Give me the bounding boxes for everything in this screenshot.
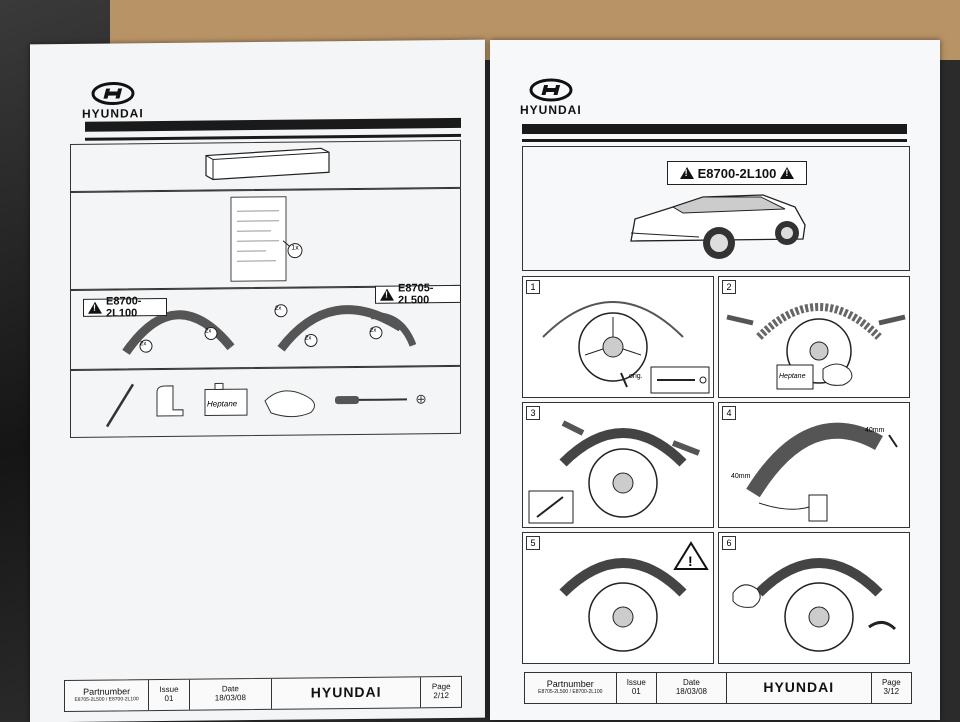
footer-date: Date 18/03/08 xyxy=(657,673,727,703)
footer-partnumber: Partnumber E8705-2L500 / E8700-2L100 xyxy=(525,673,617,703)
step-number: 6 xyxy=(722,536,736,550)
footer-page: Page 3/12 xyxy=(872,673,911,703)
step-5-illustration: ! xyxy=(523,533,713,663)
vehicle-panel: E8700-2L100 xyxy=(522,146,910,271)
tools-illustration xyxy=(71,367,462,439)
qty-label: 2x xyxy=(140,341,146,347)
screwdriver-icon xyxy=(335,396,359,404)
step-4-illustration xyxy=(719,403,909,527)
step-4-panel: 4 40mm 40mm xyxy=(718,402,910,528)
brand-wordmark: HYUNDAI xyxy=(520,103,582,117)
step-5-panel: 5 ! xyxy=(522,532,714,664)
footer-brand: HYUNDAI xyxy=(727,673,872,703)
tools-panel: Heptane xyxy=(70,366,461,438)
pick-tool-icon xyxy=(107,384,133,426)
instruction-sheet-illustration xyxy=(71,189,462,291)
step-1-panel: 1 orig. xyxy=(522,276,714,398)
step-1-illustration xyxy=(523,277,713,397)
dimension-label: 40mm xyxy=(865,427,884,434)
footer-issue: Issue 01 xyxy=(149,680,190,710)
left-page: HYUNDAI 1x xyxy=(30,40,485,722)
warning-icon xyxy=(380,289,394,301)
box-illustration xyxy=(71,141,462,193)
cloth-icon xyxy=(265,391,315,417)
footer-issue: Issue 01 xyxy=(617,673,657,703)
footer-brand: HYUNDAI xyxy=(272,677,421,709)
step-2-panel: 2 Heptane xyxy=(718,276,910,398)
brand-wordmark: HYUNDAI xyxy=(82,106,144,121)
sheet-qty: 1x xyxy=(287,245,303,252)
step-3-illustration xyxy=(523,403,713,527)
right-page: HYUNDAI E8700-2L100 1 orig. xyxy=(490,40,940,720)
step-number: 3 xyxy=(526,406,540,420)
step-6-panel: 6 xyxy=(718,532,910,664)
page-footer: Partnumber E8705-2L500 / E8700-2L100 Iss… xyxy=(64,676,462,712)
footer-partnumber: Partnumber E8705-2L500 / E8700-2L100 xyxy=(65,680,149,711)
step-2-illustration xyxy=(719,277,909,397)
squeegee-icon xyxy=(157,386,183,416)
parts-panel: E8700-2L100 E8705-2L500 2x 2x 2x 2x 2x xyxy=(70,286,461,370)
header-rule xyxy=(522,139,907,142)
step-number: 2 xyxy=(722,280,736,294)
warning-icon xyxy=(680,167,694,179)
qty-label: 2x xyxy=(305,335,311,341)
step-number: 1 xyxy=(526,280,540,294)
heptane-label: Heptane xyxy=(779,373,805,380)
warning-icon xyxy=(88,302,102,314)
orig-note: orig. xyxy=(629,373,643,380)
step-6-illustration xyxy=(719,533,909,663)
qty-label: 2x xyxy=(205,328,211,334)
part-label-e8700: E8700-2L100 xyxy=(83,298,167,317)
step-3-panel: 3 xyxy=(522,402,714,528)
packaging-panel xyxy=(70,140,461,192)
heptane-label: Heptane xyxy=(207,399,237,408)
part-label-e8705: E8705-2L500 xyxy=(375,285,461,304)
footer-page: Page 2/12 xyxy=(421,677,461,707)
hyundai-logo: HYUNDAI xyxy=(520,78,582,117)
qty-label: 2x xyxy=(370,328,376,334)
dimension-label: 40mm xyxy=(731,473,750,480)
vehicle-part-label: E8700-2L100 xyxy=(667,161,807,185)
page-footer: Partnumber E8705-2L500 / E8700-2L100 Iss… xyxy=(524,672,912,704)
qty-label: 2x xyxy=(275,306,281,312)
step-number: 5 xyxy=(526,536,540,550)
svg-text:!: ! xyxy=(688,553,693,569)
step-number: 4 xyxy=(722,406,736,420)
instruction-sheet-panel: 1x xyxy=(70,188,461,290)
warning-icon xyxy=(780,167,794,179)
hyundai-logo: HYUNDAI xyxy=(82,81,144,121)
hyundai-emblem-icon xyxy=(529,78,573,102)
hyundai-emblem-icon xyxy=(91,81,135,105)
footer-date: Date 18/03/08 xyxy=(190,679,272,710)
header-bar xyxy=(522,124,907,134)
